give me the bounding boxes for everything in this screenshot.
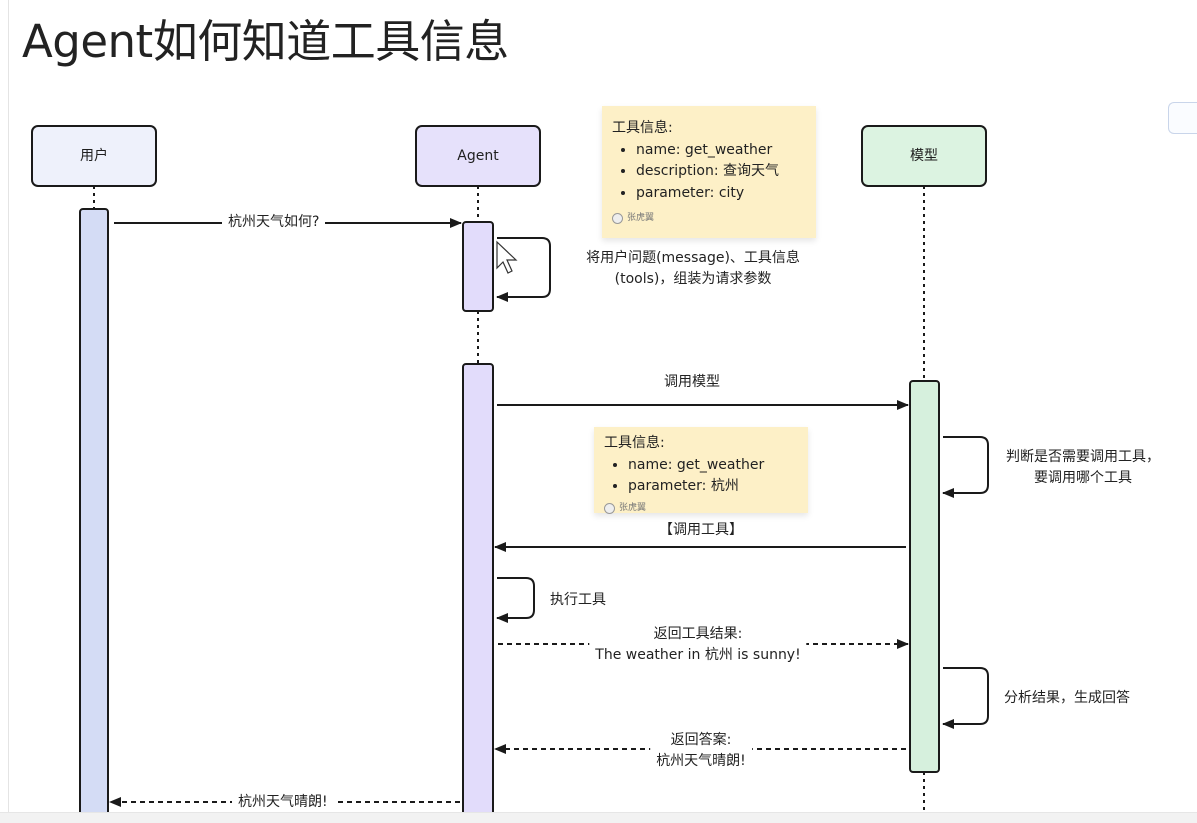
message-return-tool-result-line1: 返回工具结果: xyxy=(653,626,743,642)
arrow-self-execute xyxy=(496,577,535,623)
bottom-toolbar-strip xyxy=(0,812,1197,823)
message-decide-label: 判断是否需要调用工具， 要调用哪个工具 xyxy=(1006,447,1160,489)
tool-info-note-1-list: name: get_weather description: 查询天气 para… xyxy=(612,140,806,205)
message-call-tool-label: 【调用工具】 xyxy=(659,522,743,538)
message-call-model-label: 调用模型 xyxy=(664,374,720,390)
tool-info-note-1-title: 工具信息: xyxy=(612,120,673,136)
agent-activation-2 xyxy=(462,363,494,823)
message-assemble-label: 将用户问题(message)、工具信息 (tools)，组装为请求参数 xyxy=(586,248,800,290)
author-avatar-icon xyxy=(612,213,623,225)
tool-info-note-2-item: name: get_weather xyxy=(628,455,798,477)
tool-info-note-1-item: description: 查询天气 xyxy=(636,161,806,183)
arrow-self-assemble xyxy=(496,237,551,302)
participant-model-label: 模型 xyxy=(910,148,938,164)
message-decide-line2: 要调用哪个工具 xyxy=(1034,470,1132,486)
message-assemble-line1: 将用户问题(message)、工具信息 xyxy=(586,250,800,266)
tool-info-note-2: 工具信息: name: get_weather parameter: 杭州 张虎… xyxy=(594,427,808,514)
message-assemble-line2: (tools)，组装为请求参数 xyxy=(614,271,772,287)
tool-info-note-2-author-name: 张虎翼 xyxy=(619,502,647,513)
message-analyze-label: 分析结果，生成回答 xyxy=(1004,690,1130,706)
tool-info-note-1-item: parameter: city xyxy=(636,183,806,205)
arrow-self-decide xyxy=(942,436,989,498)
tool-info-note-2-item: parameter: 杭州 xyxy=(628,476,798,498)
message-return-tool-result-line2: The weather in 杭州 is sunny! xyxy=(595,647,801,663)
message-return-answer-line1: 返回答案: xyxy=(670,732,732,748)
tool-info-note-2-list: name: get_weather parameter: 杭州 xyxy=(604,455,798,498)
message-decide-line1: 判断是否需要调用工具， xyxy=(1006,449,1160,465)
tool-info-note-1: 工具信息: name: get_weather description: 查询天… xyxy=(602,106,816,238)
user-activation xyxy=(79,208,109,823)
message-ask-label: 杭州天气如何? xyxy=(222,212,326,233)
page-left-border xyxy=(8,0,9,823)
page-title: Agent如何知道工具信息 xyxy=(22,15,509,68)
message-return-answer-label: 返回答案: 杭州天气晴朗! xyxy=(650,730,752,772)
message-return-tool-result-label: 返回工具结果: The weather in 杭州 is sunny! xyxy=(589,624,807,666)
tool-info-note-2-author: 张虎翼 xyxy=(604,498,798,520)
tool-info-note-1-author: 张虎翼 xyxy=(612,208,806,230)
side-panel-handle[interactable] xyxy=(1168,102,1197,134)
message-final-reply-label: 杭州天气晴朗! xyxy=(232,792,334,813)
mouse-cursor-icon xyxy=(496,240,518,274)
tool-info-note-1-author-name: 张虎翼 xyxy=(627,213,655,223)
model-activation xyxy=(909,380,940,773)
message-execute-tool-label: 执行工具 xyxy=(550,592,606,608)
author-avatar-icon xyxy=(604,502,615,514)
tool-info-note-1-item: name: get_weather xyxy=(636,140,806,162)
participant-agent-label: Agent xyxy=(457,148,499,164)
arrow-self-analyze xyxy=(942,667,989,729)
agent-activation-1 xyxy=(462,221,494,312)
message-return-answer-line2: 杭州天气晴朗! xyxy=(656,753,746,769)
participant-user-label: 用户 xyxy=(80,148,108,164)
tool-info-note-2-title: 工具信息: xyxy=(604,435,665,451)
